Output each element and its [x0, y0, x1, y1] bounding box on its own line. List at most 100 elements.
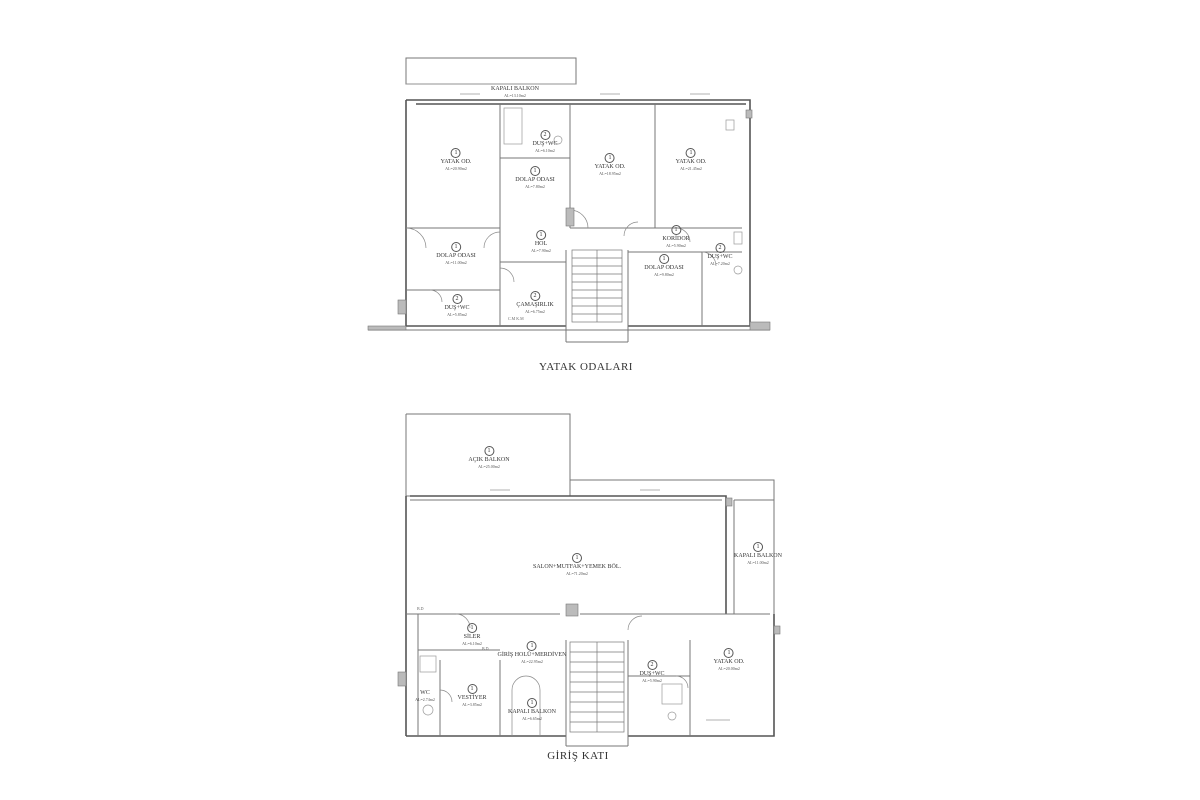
room-area: AL=20.90m2: [445, 166, 467, 171]
room-area: AL=6.65m2: [522, 716, 542, 721]
room-label-kapali-balkon-ground: 1 KAPALI BALKON AL=11.00m2: [734, 542, 782, 565]
room-area: AL=71.20m2: [566, 571, 588, 576]
room-number: 1: [572, 553, 582, 563]
room-area: AL=25.00m2: [478, 464, 500, 469]
room-area: AL=7.90m2: [531, 248, 551, 253]
room-name: WC: [420, 690, 430, 696]
room-area: AL=5.85m2: [447, 312, 467, 317]
room-label-yatak-od-2: 1 YATAK OD. AL=18.95m2: [594, 153, 626, 176]
room-number: 1: [467, 684, 477, 694]
room-label-camasirlik: 2 ÇAMAŞIRLIK AL=6.75m2: [516, 291, 554, 314]
room-label-kapali-balkon-upper: KAPALI BALKON AL=13.10m2: [491, 86, 539, 98]
room-name: DUŞ+WC: [532, 141, 558, 147]
room-area: AL=18.95m2: [599, 171, 621, 176]
room-name: YATAK OD.: [440, 159, 472, 165]
room-name: DUŞ+WC: [707, 254, 733, 260]
upper-stairs: [571, 249, 623, 323]
room-name: YATAK OD.: [713, 659, 745, 665]
room-name: AÇIK BALKON: [468, 457, 510, 463]
room-area: AL=5.90m2: [666, 243, 686, 248]
room-name: DOLAP ODASI: [515, 177, 555, 183]
room-area: AL=5.90m2: [642, 678, 662, 683]
room-label-wc: WC AL=2.74m2: [415, 690, 435, 702]
ground-floor-plan: [397, 413, 781, 747]
room-number: 1: [723, 648, 734, 658]
room-name: YATAK OD.: [594, 164, 626, 170]
room-name: YATAK OD.: [675, 159, 707, 165]
bd-annotation-1: B.D: [417, 606, 424, 611]
room-label-dus-wc-ground: 2 DUŞ+WC AL=5.90m2: [639, 660, 665, 683]
room-area: AL=11.00m2: [747, 560, 769, 565]
room-name: KAPALI BALKON: [491, 86, 539, 92]
room-number: 1: [466, 623, 477, 633]
room-name: ÇAMAŞIRLIK: [516, 302, 554, 308]
room-number: 1: [526, 698, 537, 708]
room-number: 1: [530, 166, 540, 176]
room-number: 1: [659, 254, 669, 264]
room-name: SALON+MUTFAK+YEMEK BÖL.: [533, 564, 621, 570]
room-number: 1: [671, 225, 681, 235]
room-number: 2: [540, 130, 550, 140]
room-number: 1: [685, 148, 696, 158]
room-name: KAPALI BALKON: [734, 553, 782, 559]
room-label-yatak-od-3: 1 YATAK OD. AL=21.45m2: [675, 148, 707, 171]
room-number: 1: [604, 153, 615, 163]
room-number: 1: [535, 230, 546, 240]
room-number: 1: [451, 242, 461, 252]
room-number: 1: [450, 148, 461, 158]
room-number: 1: [483, 446, 494, 456]
room-number: 1: [526, 641, 537, 651]
room-area: AL=11.00m2: [445, 260, 467, 265]
room-label-yatak-od-1: 1 YATAK OD. AL=20.90m2: [440, 148, 472, 171]
room-label-dus-wc-2: 2 DUŞ+WC AL=7.20m2: [707, 243, 733, 266]
room-name: DOLAP ODASI: [436, 253, 476, 259]
room-name: HOL: [534, 241, 548, 247]
room-name: DOLAP ODASI: [644, 265, 684, 271]
room-number: 2: [715, 243, 725, 253]
room-area: AL=9.80m2: [654, 272, 674, 277]
upper-floor-title: YATAK ODALARI: [539, 361, 633, 373]
room-label-dolap-odasi-3: 1 DOLAP ODASI AL=9.80m2: [644, 254, 684, 277]
room-area: AL=22.95m2: [521, 659, 543, 664]
room-name: VESTİYER: [457, 695, 487, 701]
room-label-siler: 1 SİLER AL=6.10m2: [462, 623, 482, 646]
room-area: AL=20.00m2: [718, 666, 740, 671]
room-area: AL=3.85m2: [462, 702, 482, 707]
room-area: AL=13.10m2: [504, 93, 526, 98]
room-number: 2: [647, 660, 657, 670]
room-name: KAPALI BALKON: [508, 709, 556, 715]
room-label-vestiyer: 1 VESTİYER AL=3.85m2: [458, 684, 487, 707]
room-label-kapali-balkon-entry: 1 KAPALI BALKON AL=6.65m2: [508, 698, 556, 721]
room-label-dolap-odasi-1: 1 DOLAP ODASI AL=7.80m2: [515, 166, 555, 189]
room-number: 2: [452, 294, 462, 304]
ground-floor-title: GİRİŞ KATI: [547, 750, 609, 762]
room-label-hol: 1 HOL AL=7.90m2: [531, 230, 551, 253]
room-label-yatak-od-ground: 1 YATAK OD. AL=20.00m2: [713, 648, 745, 671]
room-name: GİRİŞ HOLÜ+MERDİVEN: [497, 652, 567, 658]
upper-balcony-outline: [405, 57, 577, 85]
room-number: 1: [752, 542, 763, 552]
room-label-dus-wc-1: 2 DUŞ+WC AL=6.10m2: [532, 130, 558, 153]
room-name: DUŞ+WC: [444, 305, 470, 311]
room-label-salon: 1 SALON+MUTFAK+YEMEK BÖL. AL=71.20m2: [533, 553, 621, 576]
room-area: AL=2.74m2: [415, 697, 435, 702]
room-area: AL=6.10m2: [535, 148, 555, 153]
room-name: DUŞ+WC: [639, 671, 665, 677]
room-area: AL=6.75m2: [525, 309, 545, 314]
upper-outer-wall: [406, 99, 751, 326]
room-label-acik-balkon: 1 AÇIK BALKON AL=25.00m2: [468, 446, 510, 469]
room-area: AL=6.10m2: [462, 641, 482, 646]
room-label-dus-wc-3: 2 DUŞ+WC AL=5.85m2: [444, 294, 470, 317]
room-number: 2: [530, 291, 540, 301]
room-area: AL=21.45m2: [680, 166, 702, 171]
ground-stairs: [569, 641, 625, 733]
room-name: KORİDOR: [662, 236, 690, 242]
cm-km-annotation: C.M K.M: [508, 316, 524, 321]
room-label-dolap-odasi-2: 1 DOLAP ODASI AL=11.00m2: [436, 242, 476, 265]
bd-annotation-2: B.D: [482, 646, 489, 651]
room-label-koridor: 1 KORİDOR AL=5.90m2: [662, 225, 690, 248]
room-name: SİLER: [463, 634, 481, 640]
upper-floor-plan: [367, 57, 771, 343]
room-label-giris-holu: 1 GİRİŞ HOLÜ+MERDİVEN AL=22.95m2: [497, 641, 567, 664]
